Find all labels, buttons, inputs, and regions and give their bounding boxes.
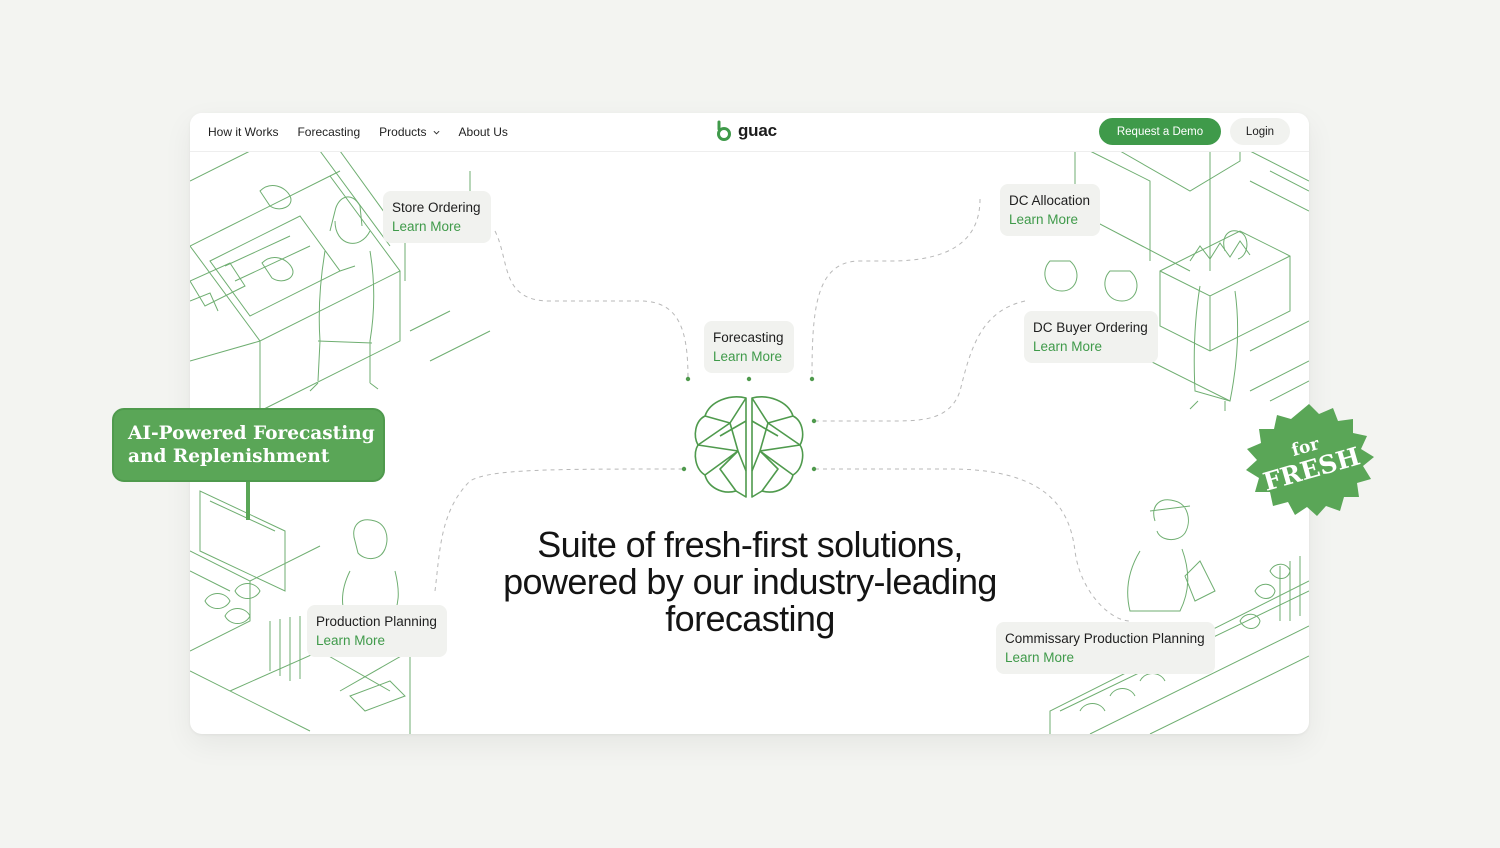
dc-allocation-learn-more[interactable]: Learn More	[1009, 212, 1079, 227]
chevron-down-icon	[433, 130, 440, 135]
avocado-logo-icon	[717, 120, 731, 141]
hero-line-2: powered by our industry-leading	[503, 561, 997, 602]
ai-badge-line-2: and Replenishment	[128, 446, 330, 467]
forecasting-learn-more[interactable]: Learn More	[713, 349, 783, 364]
page-card: How it Works Forecasting Products About …	[190, 113, 1309, 734]
badge-stem	[246, 480, 250, 520]
nav-how-it-works-label: How it Works	[208, 125, 279, 139]
nav-forecasting-label: Forecasting	[297, 125, 361, 139]
production-planning-card[interactable]: Production Planning Learn More	[307, 605, 447, 657]
store-ordering-title: Store Ordering	[392, 200, 481, 215]
connector-lines	[434, 198, 1131, 622]
hero-line-3: forecasting	[665, 598, 835, 639]
ai-badge-line-1: AI-Powered Forecasting	[128, 423, 375, 444]
commissary-production-planning-card[interactable]: Commissary Production Planning Learn Mor…	[996, 622, 1215, 674]
seal-shape	[1246, 404, 1374, 516]
hero-headline: Suite of fresh-first solutions, powered …	[450, 526, 1050, 637]
dc-buyer-ordering-card[interactable]: DC Buyer Ordering Learn More	[1024, 311, 1158, 363]
dc-allocation-card[interactable]: DC Allocation Learn More	[1000, 184, 1101, 236]
hero-line-1: Suite of fresh-first solutions,	[537, 524, 963, 565]
logo-text: guac	[738, 121, 777, 140]
guac-logo[interactable]: guac	[716, 120, 777, 142]
top-navbar: How it Works Forecasting Products About …	[190, 113, 1309, 152]
nav-about-us-label: About Us	[458, 125, 508, 139]
brain-icon	[694, 396, 804, 498]
commissary-production-planning-title: Commissary Production Planning	[1005, 631, 1205, 646]
dc-allocation-title: DC Allocation	[1009, 193, 1091, 208]
dc-buyer-ordering-title: DC Buyer Ordering	[1033, 320, 1148, 335]
nav-products-label: Products	[379, 125, 427, 139]
forecasting-card[interactable]: Forecasting Learn More	[704, 321, 794, 373]
nav-forecasting[interactable]: Forecasting	[297, 125, 360, 139]
store-ordering-learn-more[interactable]: Learn More	[392, 219, 462, 234]
production-planning-learn-more[interactable]: Learn More	[316, 633, 386, 648]
forecasting-title: Forecasting	[713, 330, 784, 345]
production-planning-title: Production Planning	[316, 614, 437, 629]
nav-links: How it Works Forecasting Products About …	[208, 113, 508, 151]
dc-buyer-ordering-learn-more[interactable]: Learn More	[1033, 339, 1103, 354]
nav-how-it-works[interactable]: How it Works	[208, 125, 278, 139]
nav-about-us[interactable]: About Us	[459, 125, 508, 139]
commissary-production-planning-learn-more[interactable]: Learn More	[1005, 650, 1075, 665]
connector-dots	[681, 376, 817, 472]
ai-powered-badge: AI-Powered Forecasting and Replenishment	[112, 408, 385, 482]
nav-products[interactable]: Products	[379, 125, 440, 139]
login-button[interactable]: Login	[1230, 118, 1290, 145]
store-ordering-card[interactable]: Store Ordering Learn More	[383, 191, 491, 243]
for-fresh-seal: for FRESH	[1246, 404, 1374, 516]
commissary-illustration	[1049, 499, 1309, 734]
dc-forklift-illustration	[1044, 151, 1309, 411]
request-demo-button[interactable]: Request a Demo	[1099, 118, 1221, 145]
